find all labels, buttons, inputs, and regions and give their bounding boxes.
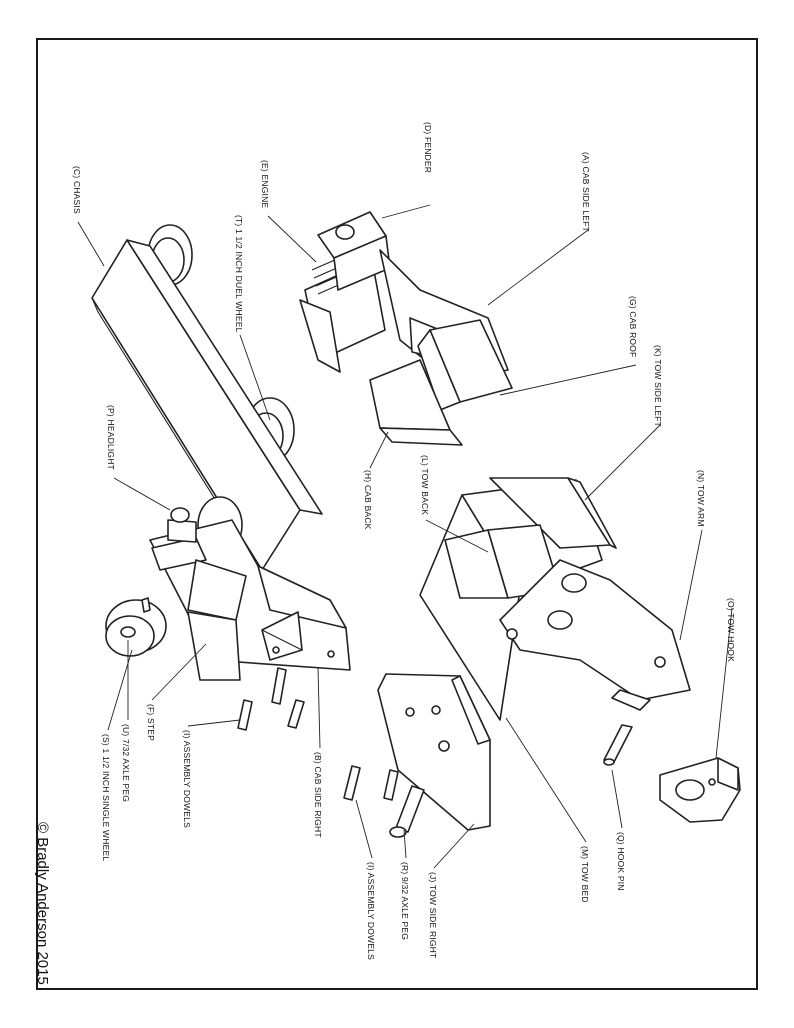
cab-side-right-part (149, 507, 351, 681)
label-tow-back: (L) TOW BACK (420, 455, 430, 515)
tow-assembly-part (419, 477, 691, 721)
part-labels: (C) CHASIS (E) ENGINE (T) 1 1/2 INCH DUE… (72, 122, 736, 960)
label-tow-side-left: (K) TOW SIDE LEFT (653, 345, 663, 427)
label-cab-back: (H) CAB BACK (363, 470, 373, 530)
single-wheel-part (105, 597, 167, 657)
label-assembly-dowels-2: (I) ASSEMBLY DOWELS (366, 862, 376, 960)
label-single-wheel: (S) 1 1/2 INCH SINGLE WHEEL (101, 734, 111, 861)
label-cab-roof: (G) CAB ROOF (628, 296, 638, 357)
drawing-border (36, 38, 758, 990)
label-engine: (E) ENGINE (260, 160, 270, 208)
label-tow-bed: (M) TOW BED (580, 846, 590, 903)
label-assembly-dowels-1: (I) ASSEMBLY DOWELS (182, 730, 192, 828)
label-axle-peg-9-32: (R) 9/32 AXLE PEG (400, 862, 410, 940)
label-fender: (D) FENDER (423, 122, 433, 173)
label-hook-pin: (Q) HOOK PIN (616, 832, 626, 891)
dowels-and-pegs (237, 667, 425, 838)
label-axle-peg-7-32: (U) 7/32 AXLE PEG (121, 724, 131, 802)
label-chassis: (C) CHASIS (72, 166, 82, 214)
tow-hook-part (659, 757, 741, 823)
tow-side-right-part (377, 673, 491, 831)
label-cab-side-right: (B) CAB SIDE RIGHT (313, 752, 323, 838)
label-cab-side-left: (A) CAB SIDE LEFT (581, 152, 591, 232)
hook-pin-part (603, 724, 633, 766)
leader-lines (77, 204, 733, 869)
cab-assembly-part (299, 211, 513, 446)
label-tow-side-right: (J) TOW SIDE RIGHT (428, 872, 438, 958)
label-tow-hook: (O) TOW HOOK (726, 598, 736, 662)
label-dual-wheel: (T) 1 1/2 INCH DUEL WHEEL (234, 215, 244, 333)
label-headlight: (P) HEADLIGHT (106, 405, 116, 470)
label-step: (F) STEP (146, 704, 156, 741)
label-tow-arm: (N) TOW ARM (696, 470, 706, 527)
copyright-text: © Bradly Anderson 2015 (34, 822, 51, 985)
